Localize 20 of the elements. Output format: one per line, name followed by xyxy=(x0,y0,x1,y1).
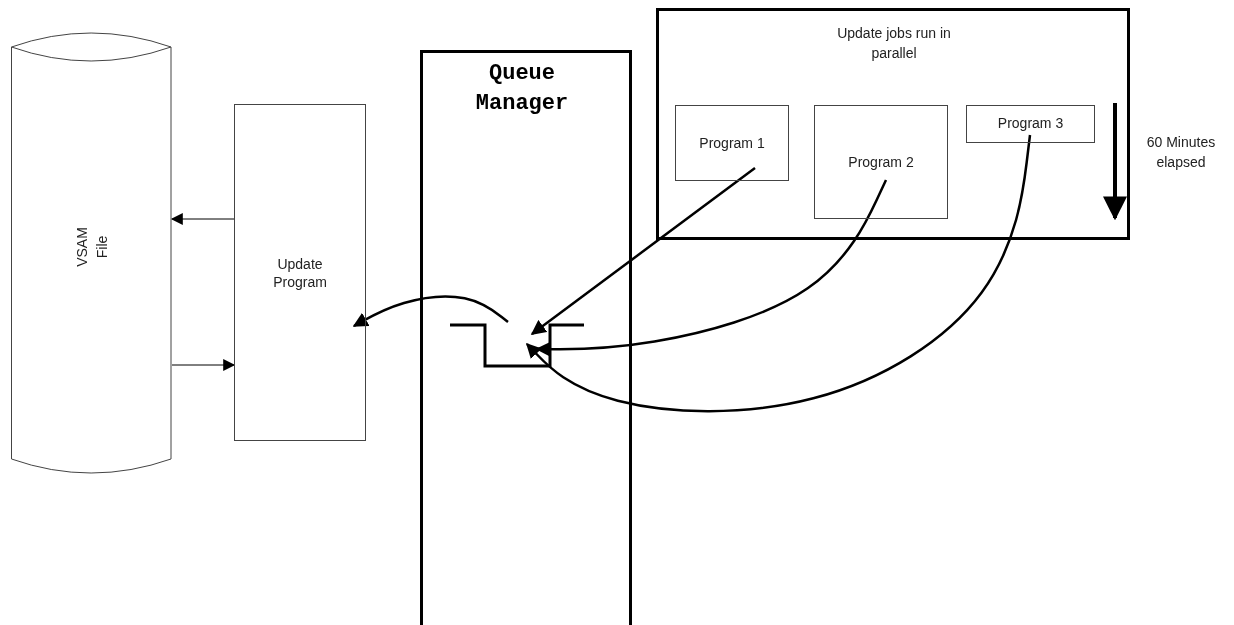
arrow xyxy=(170,213,235,225)
box-label: Program 3 xyxy=(997,114,1064,132)
box-label: Program 1 xyxy=(698,134,766,152)
group-panel xyxy=(656,8,1130,240)
program-box xyxy=(675,105,789,181)
cylinder-label: VSAM File xyxy=(72,226,111,269)
box-label: Update Program xyxy=(272,254,328,291)
program-box xyxy=(814,105,948,219)
panel-title: Update jobs run in parallel xyxy=(836,24,952,63)
panel-title: Queue Manager xyxy=(474,60,570,118)
program-box xyxy=(966,105,1095,143)
arrow xyxy=(530,167,756,335)
arrow xyxy=(525,134,1032,413)
box-label: Program 2 xyxy=(847,153,915,171)
queue-symbol xyxy=(450,322,584,368)
arrow xyxy=(171,359,236,371)
time-note: 60 Minutes elapsed xyxy=(1145,133,1217,172)
manager-panel xyxy=(420,50,632,625)
arrow xyxy=(352,295,509,328)
program-box xyxy=(234,104,366,441)
